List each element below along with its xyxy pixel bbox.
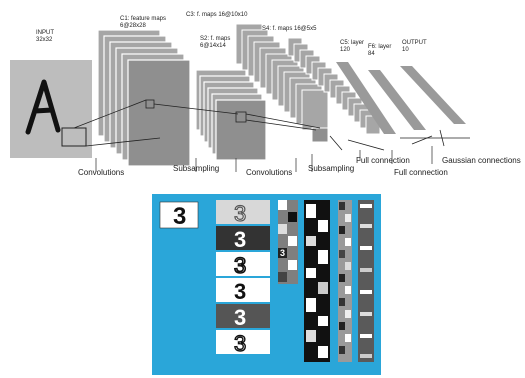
full-connection-label-1: Full connection — [356, 156, 410, 165]
svg-text:3: 3 — [234, 305, 246, 330]
c3-label: C3: f. maps 16@10x10 — [186, 12, 248, 18]
c5-layer — [336, 62, 396, 134]
output-layer — [400, 66, 466, 124]
output-size-text: 10 — [402, 46, 409, 53]
convolutions-label-1: Convolutions — [78, 168, 125, 177]
f6-size-text: 84 — [368, 50, 375, 57]
svg-text:3: 3 — [234, 279, 246, 304]
input-letter-a — [25, 79, 61, 135]
output-label: OUTPUT 10 — [402, 40, 427, 53]
output-label-text: OUTPUT — [402, 40, 427, 46]
stage-dividers — [95, 146, 433, 172]
s2-label: S2: f. maps 6@14x14 — [200, 36, 230, 49]
connection-lines — [73, 99, 470, 151]
s2-feature-maps — [195, 69, 267, 161]
svg-text:3: 3 — [234, 227, 246, 252]
c5-label: C5: layer 120 — [340, 40, 364, 53]
svg-text:3: 3 — [234, 253, 246, 278]
c5-size-text: 120 — [340, 46, 351, 53]
s4-label: S4: f. maps 16@5x5 — [262, 26, 317, 32]
c3-map-column — [304, 200, 330, 362]
s4-map-column — [338, 200, 352, 362]
input-label: INPUT 32x32 — [36, 30, 54, 43]
s2-size-text: 6@14x14 — [200, 42, 226, 49]
architecture-svg — [10, 23, 470, 172]
subsampling-label-2: Subsampling — [308, 164, 355, 173]
input-size-text: 32x32 — [36, 36, 53, 43]
c5-label-text: C5: layer — [340, 40, 365, 46]
c5-map-column — [358, 200, 374, 362]
s4-window — [311, 127, 329, 143]
subsampling-label-1: Subsampling — [173, 164, 220, 173]
s4-feature-maps — [287, 37, 381, 135]
c1-feature-maps — [97, 29, 191, 167]
svg-text:3: 3 — [234, 201, 246, 226]
f6-layer — [368, 70, 426, 130]
svg-text:3: 3 — [234, 331, 246, 356]
c3-feature-maps — [235, 23, 329, 131]
f6-label-text: F6: layer — [368, 44, 392, 50]
c1-map-column: 3 3 3 3 3 3 — [216, 200, 270, 357]
input-digit-glyph: 3 — [173, 203, 186, 230]
input-label-text: INPUT — [36, 30, 54, 36]
f6-label: F6: layer 84 — [368, 44, 391, 57]
c1-size-text: 6@28x28 — [120, 22, 146, 29]
input-digit-tile — [159, 201, 199, 229]
gaussian-connections-label: Gaussian connections — [442, 156, 521, 165]
convolutions-label-2: Convolutions — [246, 168, 293, 177]
full-connection-label-2: Full connection — [394, 168, 448, 177]
svg-text:3: 3 — [280, 248, 285, 258]
lenet-architecture-diagram: INPUT 32x32 C1: feature maps 6@28x28 S2:… — [0, 0, 525, 185]
feature-map-visualization-panel: 3 3 3 3 3 3 3 3 — [152, 194, 381, 375]
feature-map-svg: 3 3 3 3 3 3 3 3 — [159, 200, 374, 362]
s2-window — [235, 111, 247, 123]
c1-label-text: C1: feature maps — [120, 16, 167, 22]
s2-map-grid: 3 — [278, 200, 298, 284]
c1-label: C1: feature maps 6@28x28 — [120, 16, 166, 29]
s2-label-text: S2: f. maps — [200, 36, 231, 42]
